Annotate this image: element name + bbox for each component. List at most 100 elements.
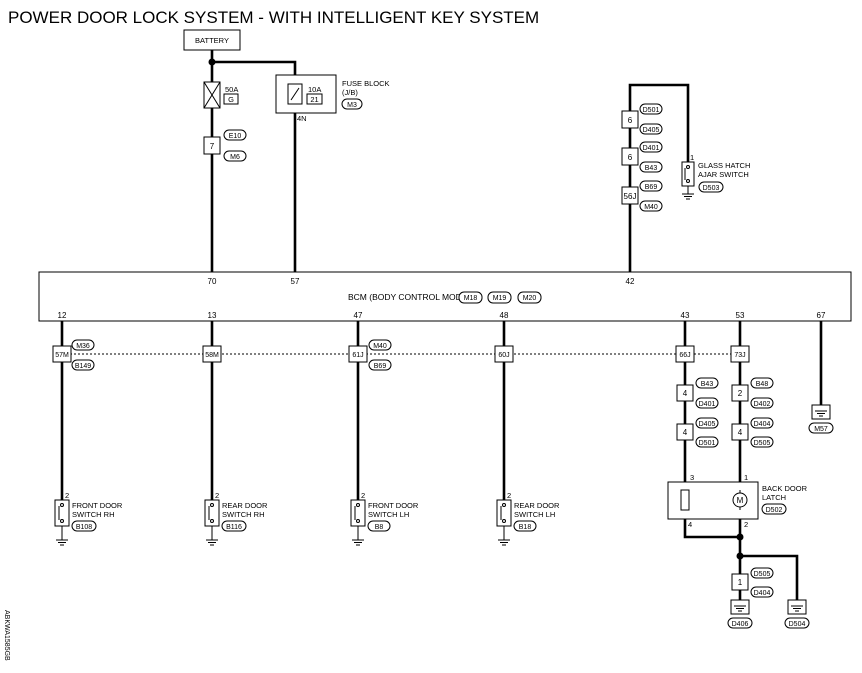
bcm-connector-m19: M19 (493, 295, 507, 302)
glass-conn-1 (621, 110, 639, 129)
fuse-50a-amp: 50A (225, 85, 238, 94)
row-conn-61j (348, 345, 368, 363)
latch-left-conn-2 (676, 423, 694, 441)
door-switch-front-rh: 2 FRONT DOOR SWITCH RH B108 (54, 491, 123, 546)
wire-battery-fuseblock (212, 60, 297, 75)
wire-latch-4 (683, 519, 740, 539)
door-switch-label-2: SWITCH RH (72, 510, 115, 519)
glass-conn-3 (621, 186, 639, 205)
latch-label-1: BACK DOOR (762, 484, 808, 493)
connector-e10-top: E10 (229, 133, 242, 140)
glass-conn-2-bottom: B43 (645, 165, 658, 172)
door-switch-rear-lh: 2 REAR DOOR SWITCH LH B18 (496, 491, 560, 546)
bcm-connector-m20: M20 (523, 295, 537, 302)
row-conn-61j-bottom: B69 (374, 363, 387, 370)
fuse-block-jb: (J/B) (342, 88, 358, 97)
bcm-bottom-pin-47: 47 (354, 311, 363, 320)
bcm-top-pin-42: 42 (626, 277, 635, 286)
latch-left-conn-2-top: D405 (699, 421, 716, 428)
latch-left-conn-1 (676, 384, 694, 402)
door-switch-pin: 2 (65, 491, 69, 500)
door-switch-label-2: SWITCH LH (368, 510, 409, 519)
door-switch-pin: 2 (361, 491, 365, 500)
bcm-module (38, 271, 852, 322)
door-switch-label-1: REAR DOOR (514, 501, 560, 510)
glass-conn-2-top: D401 (643, 145, 660, 152)
glass-conn-3-bottom: M40 (644, 204, 658, 211)
door-switch-label-2: SWITCH RH (222, 510, 265, 519)
door-switch-front-lh: 2 FRONT DOOR SWITCH LH B8 (350, 491, 419, 546)
latch-right-conn-1 (731, 384, 749, 402)
ground-m57-icon (811, 404, 831, 420)
ground-d504-icon (787, 599, 807, 615)
latch-left-conn-1-pin: 4 (683, 389, 688, 398)
ground-m57-label: M57 (814, 426, 828, 433)
latch-pin-tl: 3 (690, 473, 694, 482)
row-conn-73j-pin: 73J (734, 352, 745, 359)
bcm-bottom-pin-12: 12 (58, 311, 67, 320)
glass-conn-3-top: B69 (645, 184, 658, 191)
door-switch-label-1: REAR DOOR (222, 501, 268, 510)
fuse-block (275, 74, 337, 114)
row-conn-57m-bottom: B149 (75, 363, 91, 370)
latch-left-conn-2-pin: 4 (683, 428, 688, 437)
row-conn-58m-pin: 58M (205, 352, 219, 359)
door-switch-connector: B116 (226, 524, 242, 531)
battery-label: BATTERY (195, 36, 229, 45)
latch-right-conn-2-top: D404 (754, 421, 771, 428)
row-conn-57m-pin: 57M (55, 352, 69, 359)
row-conn-61j-pin: 61J (352, 352, 363, 359)
bcm-bottom-pin-43: 43 (681, 311, 690, 320)
page-title: POWER DOOR LOCK SYSTEM - WITH INTELLIGEN… (8, 8, 539, 27)
diagram-code: ABKWA1585GB (3, 610, 10, 661)
latch-left-conn-1-bottom: D401 (699, 401, 716, 408)
latch-pin-br: 2 (744, 520, 748, 529)
wire-ground-d504 (740, 554, 799, 600)
row-conn-57m (52, 345, 72, 363)
latch-label-2: LATCH (762, 493, 786, 502)
bcm-bottom-pin-48: 48 (500, 311, 509, 320)
latch-pin-tr: 1 (744, 473, 748, 482)
door-switch-label-1: FRONT DOOR (72, 501, 123, 510)
glass-conn-1-pin: 6 (628, 116, 633, 125)
connector-e10-bottom: M6 (230, 154, 240, 161)
door-switch-connector: B18 (519, 524, 532, 531)
bcm-bottom-pin-67: 67 (817, 311, 826, 320)
bottom-conn-pin: 1 (738, 578, 743, 587)
latch-switch-icon (680, 489, 690, 511)
door-switch-connector: B8 (375, 524, 384, 531)
row-conn-60j-pin: 60J (498, 352, 509, 359)
bcm-bottom-pin-53: 53 (736, 311, 745, 320)
row-conn-66j-pin: 66J (679, 352, 690, 359)
glass-switch-pin: 1 (690, 153, 694, 162)
fuse-block-terminal: 4N (297, 114, 307, 123)
latch-left-conn-1-top: B43 (701, 381, 714, 388)
row-conn-73j (730, 345, 750, 363)
ground-d504-label: D504 (789, 621, 806, 628)
glass-conn-1-bottom: D405 (643, 127, 660, 134)
splice-latch (736, 533, 744, 541)
glass-switch-label-2: AJAR SWITCH (698, 170, 749, 179)
glass-conn-2 (621, 147, 639, 166)
fuse-50a-id: G (228, 95, 234, 104)
ground-d406-icon (730, 599, 750, 615)
bcm-top-pin-70: 70 (208, 277, 217, 286)
latch-left-conn-2-bottom: D501 (699, 440, 716, 447)
fuse-10a-id: 21 (310, 95, 318, 104)
latch-right-conn-2-pin: 4 (738, 428, 743, 437)
latch-right-conn-2-bottom: D505 (754, 440, 771, 447)
row-conn-58m (202, 345, 222, 363)
latch-right-conn-1-bottom: D402 (754, 401, 771, 408)
latch-right-conn-1-top: B48 (756, 381, 769, 388)
ground-d406-label: D406 (732, 621, 749, 628)
motor-label: M (737, 496, 744, 505)
door-switch-rear-rh: 2 REAR DOOR SWITCH RH B116 (204, 491, 268, 546)
latch-right-conn-1-pin: 2 (738, 389, 743, 398)
latch-right-conn-2 (731, 423, 749, 441)
glass-conn-3-pin: 56J (624, 192, 637, 201)
glass-conn-1-top: D501 (643, 107, 660, 114)
connector-e10-pin: 7 (210, 142, 215, 151)
bcm-bottom-pin-13: 13 (208, 311, 217, 320)
bcm-top-pin-57: 57 (291, 277, 300, 286)
